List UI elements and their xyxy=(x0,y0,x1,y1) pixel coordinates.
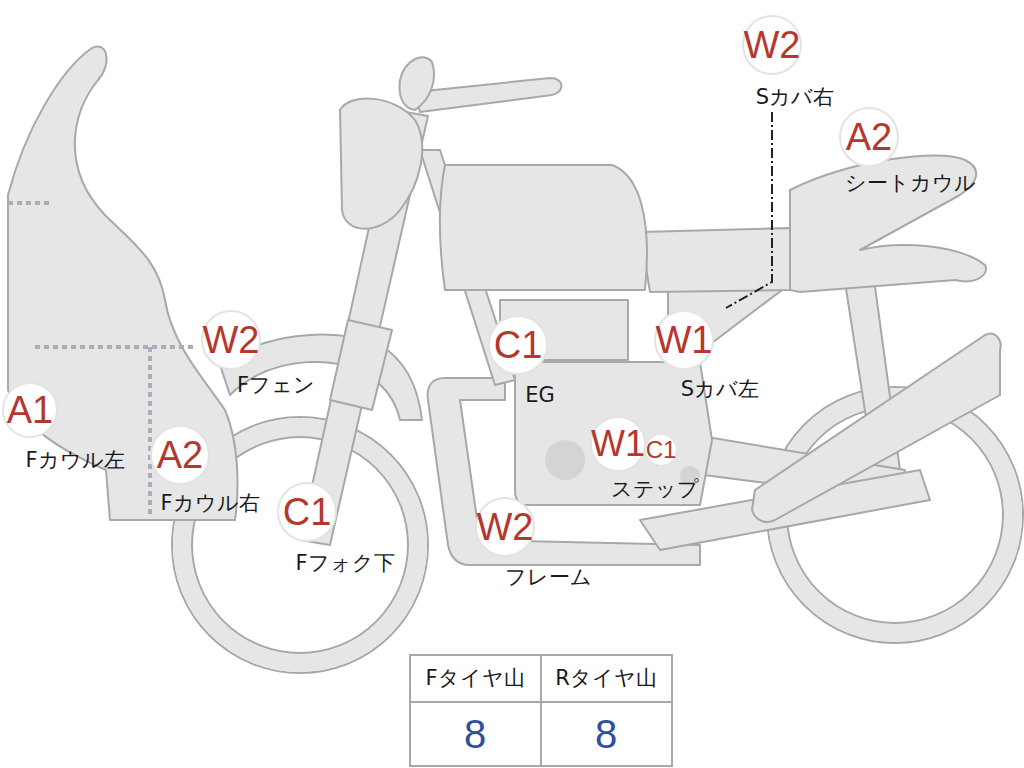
damage-callout: C1EG xyxy=(488,315,548,375)
damage-code: C1 xyxy=(277,482,337,542)
damage-code: W2 xyxy=(475,497,535,557)
damage-callout: W2Sカバ右 xyxy=(742,15,802,75)
damage-code: W1 xyxy=(590,416,646,472)
part-name: ステップ xyxy=(611,478,699,501)
damage-callout: W2Fフェン xyxy=(201,310,261,370)
damage-callout: A1Fカウル左 xyxy=(2,382,58,438)
part-name: Fカウル左 xyxy=(25,449,124,472)
damage-callout: A2Fカウル右 xyxy=(150,425,210,485)
damage-code: A1 xyxy=(2,382,58,438)
damage-code: W2 xyxy=(201,310,261,370)
part-name: Fフェン xyxy=(237,374,315,397)
damage-callout: C1Fフォク下 xyxy=(277,482,337,542)
damage-callout: A2シートカウル xyxy=(839,107,899,167)
damage-code: C1 xyxy=(644,433,678,467)
part-name: Fフォク下 xyxy=(295,552,394,575)
leader-line xyxy=(726,112,772,308)
part-name: フレーム xyxy=(505,566,592,589)
damage-callout: W1Sカバ左 xyxy=(654,310,714,370)
tyre-table xyxy=(410,655,672,766)
damage-callout: C1 xyxy=(644,433,678,467)
table-header: Fタイヤ山 xyxy=(425,667,524,690)
table-value: 8 xyxy=(595,712,617,756)
damage-callout: W1ステップ xyxy=(590,416,646,472)
damage-code: C1 xyxy=(488,315,548,375)
damage-callout: W2フレーム xyxy=(475,497,535,557)
damage-code: W2 xyxy=(742,15,802,75)
table-value: 8 xyxy=(464,712,486,756)
table-header: Rタイヤ山 xyxy=(555,667,657,690)
damage-code: W1 xyxy=(654,310,714,370)
damage-code: A2 xyxy=(150,425,210,485)
part-name: Fカウル右 xyxy=(160,492,259,515)
part-name: EG xyxy=(525,384,555,407)
damage-code: A2 xyxy=(839,107,899,167)
part-name: Sカバ右 xyxy=(756,86,834,109)
part-name: シートカウル xyxy=(845,172,976,195)
part-name: Sカバ左 xyxy=(681,378,759,401)
